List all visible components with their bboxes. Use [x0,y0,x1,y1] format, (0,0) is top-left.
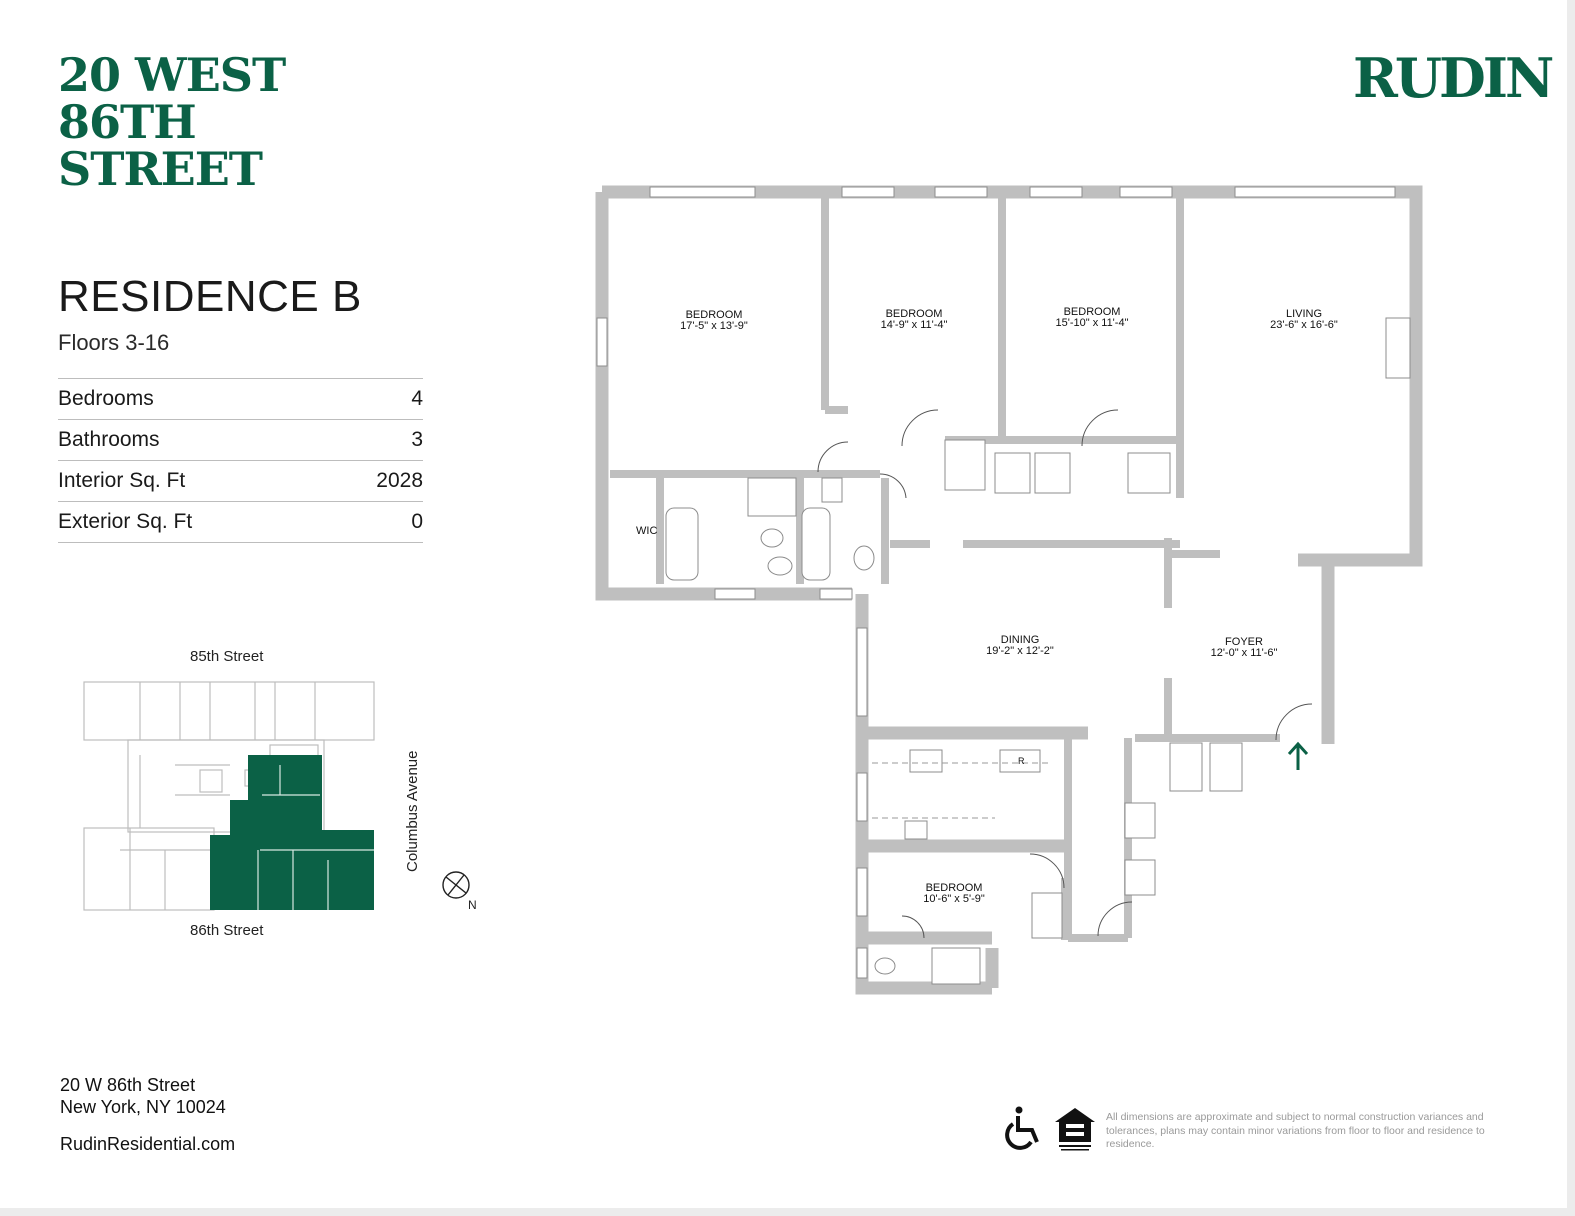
fridge-label: R [1018,756,1025,766]
spec-row-exterior-sqft: Exterior Sq. Ft 0 [58,502,423,543]
compass-north-label: N [468,898,477,912]
floor-plan-drawing: WIC R [595,185,1423,995]
spec-row-bathrooms: Bathrooms 3 [58,420,423,461]
spec-label: Interior Sq. Ft [58,469,186,492]
residence-floors: Floors 3-16 [58,330,170,355]
compass-icon: N [442,871,477,912]
sink [767,556,793,576]
equal-housing-opportunity-icon [1055,1108,1095,1151]
residence-title: RESIDENCE B [58,272,362,321]
kitchen-sink [904,820,928,840]
key-plan-north-street: 85th Street [190,648,264,665]
spec-value: 2028 [376,469,423,492]
spec-value: 4 [411,387,423,410]
address-line-1: 20 W 86th Street [60,1075,196,1095]
range [909,749,943,773]
address: 20 W 86th Street New York, NY 10024 [60,1074,226,1118]
sink [821,477,843,503]
brand-logo: RUDIN [1353,46,1554,110]
accessibility-icons [1005,1106,1095,1151]
spec-value: 0 [411,510,423,533]
closet [1127,452,1171,494]
key-plan-map: N [83,681,477,912]
bathtub [665,507,699,581]
toilet [874,957,896,975]
key-plan-core [127,739,325,833]
disclaimer-text: All dimensions are approximate and subje… [1106,1111,1485,1150]
closet-label: WIC [636,525,657,537]
closet [1169,742,1203,792]
closet [944,439,986,491]
fireplace [1385,317,1411,379]
building-title-line: STREET [58,142,263,196]
spec-label: Bedrooms [58,387,154,410]
key-plan-south-street: 86th Street [190,922,264,939]
bathtub [801,507,831,581]
closet [1034,452,1071,494]
address-line-2: New York, NY 10024 [60,1097,226,1117]
entry-arrow-icon [1287,741,1309,770]
key-plan-highlighted-residence [210,755,374,910]
spec-label: Exterior Sq. Ft [58,510,193,533]
shower [747,477,797,517]
spec-label: Bathrooms [58,428,160,451]
closet [1031,892,1063,939]
specs-table: Bedrooms 4 Bathrooms 3 Interior Sq. Ft 2… [58,378,423,543]
spec-value: 3 [411,428,423,451]
spec-row-bedrooms: Bedrooms 4 [58,379,423,420]
wall-exterior-north-east [602,185,1423,567]
shower [931,947,981,985]
key-plan-wing-west [83,827,215,911]
website-link[interactable]: RudinResidential.com [60,1134,236,1154]
toilet [760,528,784,548]
toilet [853,545,875,571]
building-title-line: 20 WEST [58,48,286,102]
wheelchair-accessibility-icon [1005,1106,1039,1150]
closet [1209,742,1243,792]
closet [994,452,1031,494]
closet [1124,802,1156,839]
spec-row-interior-sqft: Interior Sq. Ft 2028 [58,461,423,502]
closet [1124,859,1156,896]
key-plan-wing-north [83,681,375,741]
refrigerator [999,749,1041,773]
wall-exterior-south-west [855,594,992,995]
building-title: 20 WEST 86TH STREET [58,48,286,196]
building-title-line: 86TH [58,95,197,149]
